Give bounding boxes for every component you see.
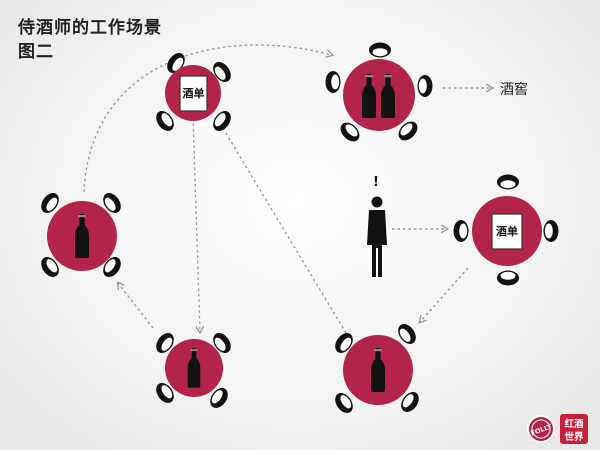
table-left-bottle <box>37 189 125 281</box>
sommelier-body <box>367 210 387 277</box>
path-menu-to-bottom-left <box>192 117 200 332</box>
path-bottom-right-to-menu <box>218 120 347 334</box>
sommelier-head <box>371 196 383 208</box>
chair-icon <box>453 220 469 242</box>
path-bottom-left-to-left-table <box>118 283 154 329</box>
path-menu-table-to-bottom-right <box>420 267 469 322</box>
wine-world-logo-text-1: 红酒 <box>564 418 584 430</box>
wine-world-logo-text-2: 世界 <box>564 431 584 443</box>
menu-card <box>179 75 208 112</box>
chair-icon <box>369 42 391 58</box>
table-bottom-right-bottle <box>331 320 423 417</box>
table-menu-top: 酒单 <box>152 49 235 135</box>
table-two-bottles <box>325 42 433 146</box>
path-left-to-two-bottles <box>83 44 332 193</box>
menu-label: 酒单 <box>183 86 205 100</box>
chair-icon <box>543 220 559 242</box>
menu-label: 酒单 <box>496 224 518 238</box>
folly-logo: FOLLY <box>527 415 555 443</box>
table-menu-right: 酒单 <box>453 174 559 286</box>
diagram-subtitle: 图二 <box>18 42 54 62</box>
menu-card <box>491 213 523 250</box>
chair-icon <box>417 75 433 97</box>
diagram-title: 侍酒师的工作场景 <box>18 18 162 38</box>
chair-icon <box>325 71 341 93</box>
wine-world-logo: 红酒 世界 <box>560 414 588 444</box>
wine-cellar-label: 酒窖 <box>500 81 528 98</box>
round-table <box>343 59 415 131</box>
chair-icon <box>497 270 519 286</box>
sommelier-figure: ! <box>367 175 387 277</box>
chair-icon <box>497 174 519 190</box>
attention-mark: ! <box>373 175 379 190</box>
table-bottom-left-bottle <box>152 329 235 412</box>
